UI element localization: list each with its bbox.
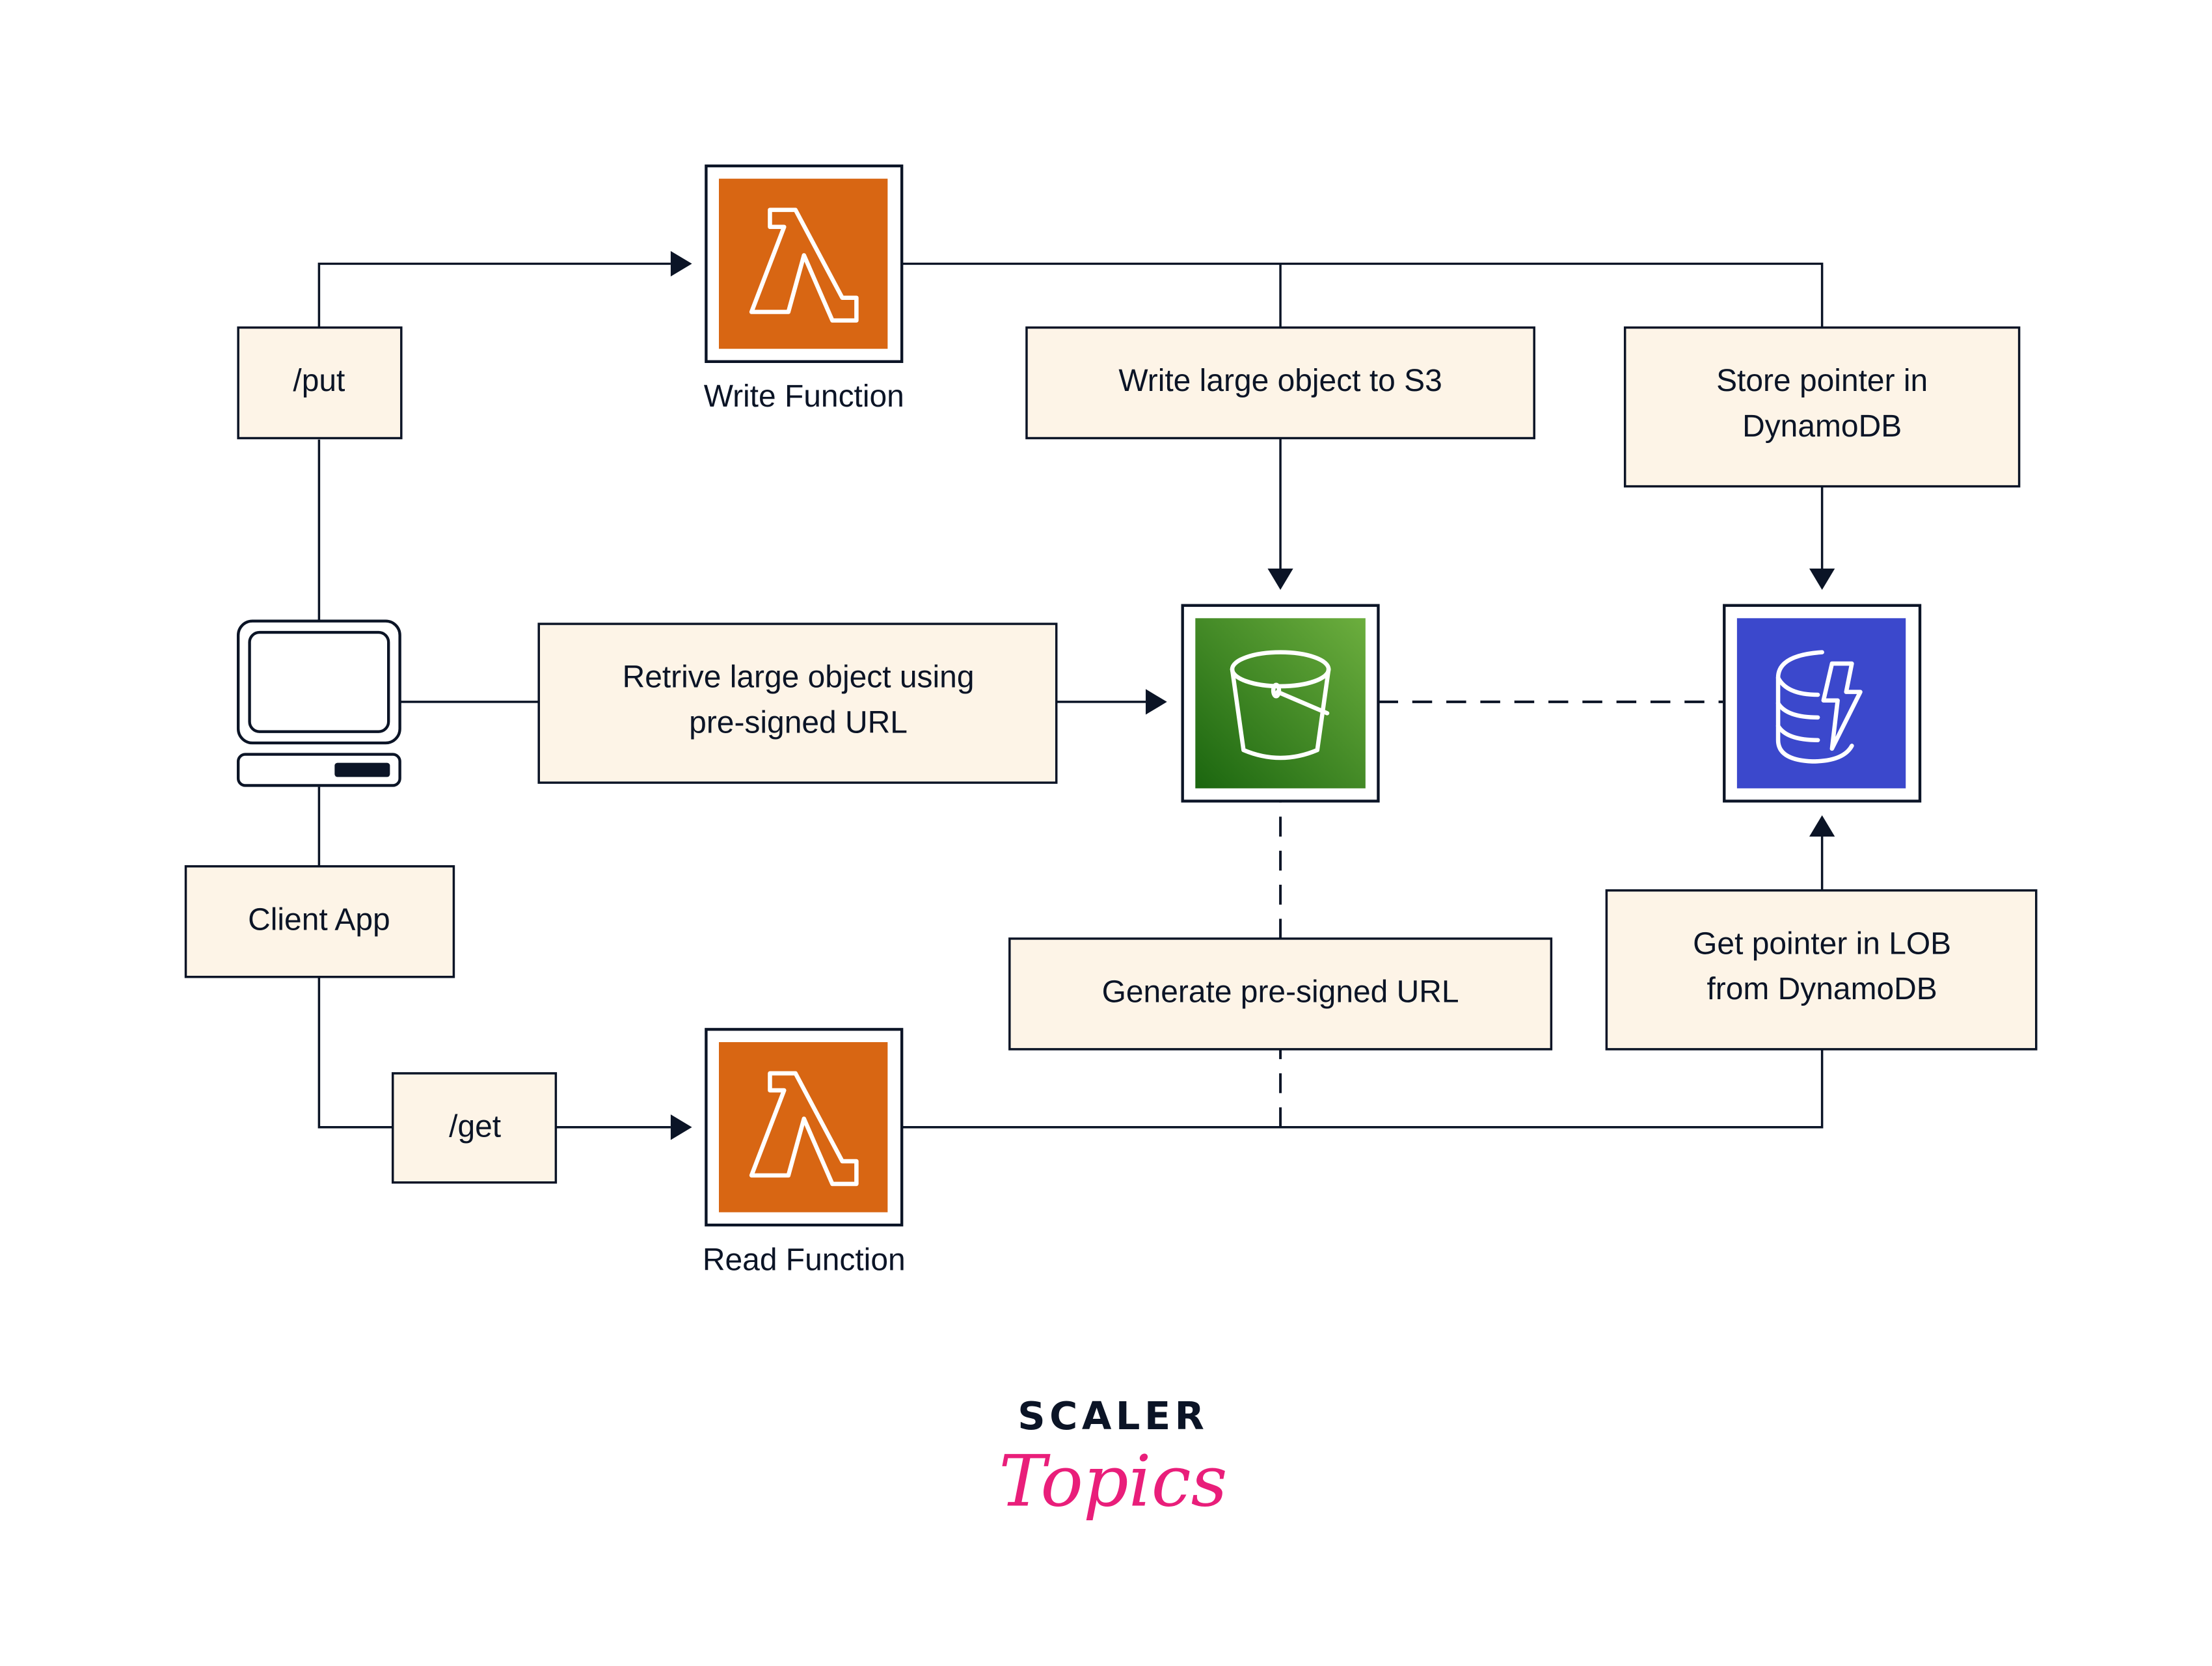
scaler-topics-logo: SCALER Topics	[999, 1393, 1227, 1523]
arrow-to-s3	[1267, 569, 1293, 590]
arrow-retrieve-to-s3	[1146, 689, 1167, 715]
dynamodb-icon	[1775, 650, 1863, 764]
label-store-pointer: Store pointer in DynamoDB	[1623, 326, 2021, 488]
label-generate-url: Generate pre-signed URL	[1008, 937, 1553, 1051]
read-function-label: Read Function	[703, 1243, 906, 1277]
label-get-pointer: Get pointer in LOB from DynamoDB	[1605, 889, 2038, 1051]
edge-put-to-write-function	[317, 262, 671, 328]
logo-topics: Topics	[999, 1440, 1227, 1523]
dynamodb-node	[1723, 604, 1922, 803]
write-function-label: Write Function	[704, 379, 904, 414]
write-function-node: Write Function	[704, 164, 904, 414]
arrow-to-read-function	[670, 1114, 692, 1140]
logo-scaler: SCALER	[1018, 1393, 1208, 1438]
edge-client-app-to-get	[317, 976, 393, 1129]
s3-node	[1181, 604, 1380, 803]
edge-read-function-branch	[902, 1049, 1824, 1129]
lambda-icon	[749, 1071, 859, 1187]
label-generate-url-text: Generate pre-signed URL	[1102, 975, 1459, 1010]
label-get-pointer-line2: from DynamoDB	[1706, 972, 1937, 1006]
label-put-text: /put	[293, 364, 345, 398]
label-store-pointer-line1: Store pointer in	[1716, 364, 1928, 398]
arrow-to-dynamodb-bottom	[1809, 815, 1835, 837]
label-get-text: /get	[449, 1110, 501, 1144]
label-write-s3: Write large object to S3	[1025, 326, 1535, 440]
client-computer	[236, 619, 401, 787]
label-client-app: Client App	[184, 865, 455, 978]
arrow-to-write-function	[670, 250, 692, 277]
label-retrieve: Retrive large object using pre-signed UR…	[537, 623, 1058, 784]
label-put: /put	[237, 326, 403, 440]
lambda-icon	[749, 208, 859, 323]
computer-icon	[236, 619, 401, 787]
label-retrieve-line2: pre-signed URL	[689, 705, 908, 740]
label-write-s3-text: Write large object to S3	[1118, 364, 1442, 398]
arrow-to-dynamodb-top	[1809, 569, 1835, 590]
connectors	[317, 250, 1835, 1140]
label-get-pointer-line1: Get pointer in LOB	[1693, 926, 1951, 961]
label-retrieve-line1: Retrive large object using	[623, 660, 975, 695]
label-store-pointer-line2: DynamoDB	[1742, 409, 1902, 444]
label-client-app-text: Client App	[248, 902, 390, 937]
label-get: /get	[391, 1072, 558, 1184]
read-function-node: Read Function	[703, 1028, 906, 1277]
edge-write-function-branch	[902, 262, 1824, 328]
s3-bucket-icon	[1230, 650, 1331, 760]
